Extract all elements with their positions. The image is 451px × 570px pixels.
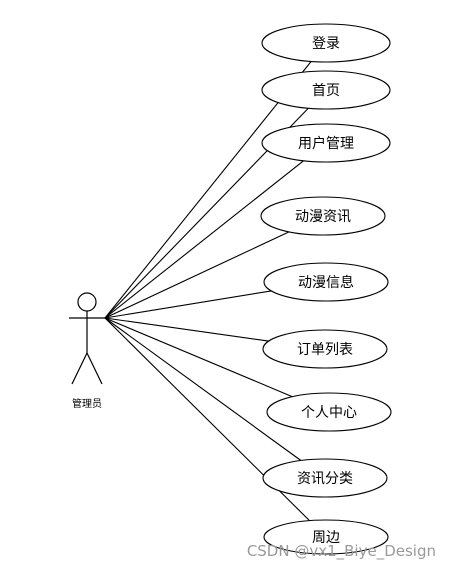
use-case-label: 用户管理 bbox=[298, 135, 354, 152]
use-case-label: 首页 bbox=[312, 83, 340, 99]
use-case: 登录 bbox=[261, 23, 391, 63]
use-case-ellipse bbox=[262, 458, 388, 498]
use-case-ellipse bbox=[261, 123, 391, 163]
actor-admin: 管理员 bbox=[69, 292, 105, 410]
use-case-ellipse bbox=[261, 23, 391, 63]
actor-head bbox=[77, 292, 97, 312]
use-case-label: 动漫信息 bbox=[298, 274, 354, 291]
connector-line bbox=[104, 61, 312, 319]
use-case-label: 订单列表 bbox=[297, 342, 353, 358]
use-case-label: 个人中心 bbox=[301, 405, 357, 421]
watermark: CSDN @vx1_Biye_Design bbox=[247, 542, 436, 561]
use-case: 资讯分类 bbox=[262, 458, 388, 498]
use-case-label: 登录 bbox=[312, 36, 340, 52]
connector-line bbox=[104, 290, 272, 319]
use-case-label: 动漫资讯 bbox=[295, 209, 351, 225]
use-case: 动漫信息 bbox=[263, 262, 389, 302]
use-case-label: 周边 bbox=[312, 530, 340, 546]
use-case-ellipse bbox=[261, 70, 391, 110]
actor-label: 管理员 bbox=[72, 397, 102, 410]
use-case-ellipse bbox=[266, 392, 392, 432]
use-case-ellipse bbox=[260, 196, 386, 236]
use-case: 首页 bbox=[261, 70, 391, 110]
use-case-ellipse bbox=[262, 329, 388, 369]
connector-line bbox=[104, 317, 302, 461]
use-case-ellipse bbox=[263, 519, 389, 555]
use-case: 用户管理 bbox=[261, 123, 391, 163]
use-case-label: 资讯分类 bbox=[297, 471, 353, 487]
use-case: 订单列表 bbox=[262, 329, 388, 369]
use-case: 动漫资讯 bbox=[260, 196, 386, 236]
connector-line bbox=[104, 160, 304, 319]
connector-line bbox=[104, 317, 293, 398]
actor-left-leg bbox=[71, 352, 88, 385]
actor-right-leg bbox=[86, 352, 103, 385]
use-case-ellipse bbox=[263, 262, 389, 302]
use-case: 个人中心 bbox=[266, 392, 392, 432]
use-case: 周边 bbox=[263, 519, 389, 555]
connector-line bbox=[104, 317, 269, 342]
connector-line bbox=[104, 231, 290, 319]
